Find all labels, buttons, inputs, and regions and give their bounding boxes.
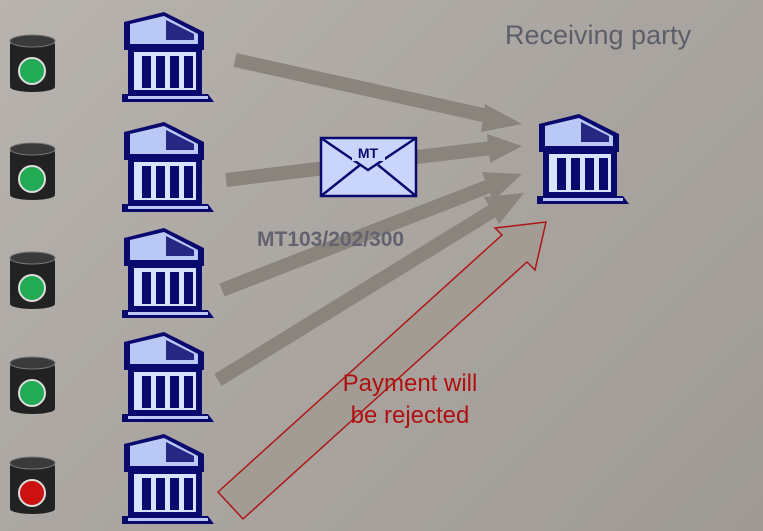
status-light-green-2 (18, 165, 46, 193)
flow-arrows (214, 53, 524, 386)
receiving-party-label: Receiving party (505, 20, 692, 50)
mt-envelope-icon: MT (319, 136, 418, 198)
bank-icon-sender-2 (122, 122, 214, 212)
status-cylinder-4 (9, 356, 56, 414)
status-light-green-4 (18, 379, 46, 407)
message-types-label: MT103/202/300 (257, 228, 405, 251)
status-light-green-3 (18, 274, 46, 302)
flow-arrow-1 (233, 53, 522, 132)
bank-icon-sender-1 (122, 12, 214, 102)
status-cylinders (9, 34, 56, 514)
bank-icon-receiving-party (537, 114, 629, 204)
status-cylinder-3 (9, 251, 56, 309)
status-light-green-1 (18, 57, 46, 85)
flow-arrow-3 (219, 172, 522, 297)
bank-icon-sender-5 (122, 434, 214, 524)
status-cylinder-1 (9, 34, 56, 92)
status-cylinder-2 (9, 142, 56, 200)
status-light-red-5 (18, 479, 46, 507)
flow-arrow-4 (214, 193, 524, 386)
rejection-note: Payment will be rejected (300, 368, 520, 432)
bank-icon-sender-4 (122, 332, 214, 422)
rejection-note-line-1: Payment will (342, 370, 478, 397)
envelope-text: MT (358, 145, 379, 161)
bank-icon-sender-3 (122, 228, 214, 318)
status-cylinder-5 (9, 456, 56, 514)
reject-arrow (216, 221, 547, 521)
rejection-note-line-2: be rejected (350, 402, 470, 429)
sender-banks (122, 12, 214, 524)
